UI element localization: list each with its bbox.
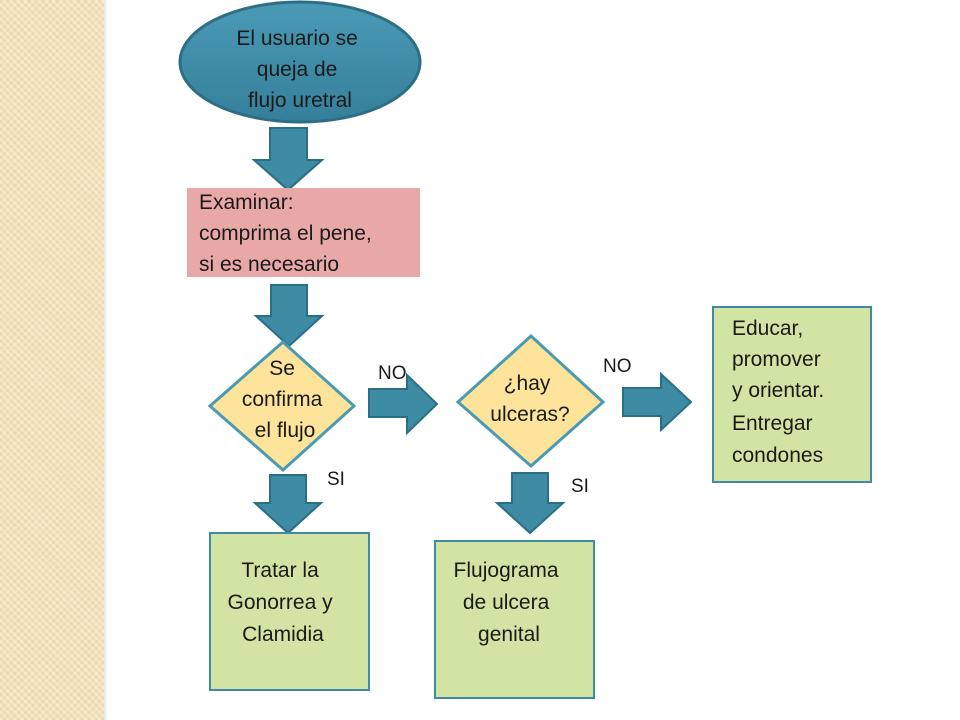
- arrow-down-examine-to-decision: [253, 284, 325, 348]
- decision-ulcers-node: ¿hay ulceras?: [455, 333, 606, 469]
- arrow-down-ulcers-to-ulcer-flow: [494, 472, 566, 535]
- ulcer-flow-node: Flujograma de ulcera genital: [434, 540, 595, 699]
- examine-node: Examinar: comprima el pene, si es necesa…: [187, 188, 420, 277]
- arrow-down-start-to-examine: [251, 127, 325, 192]
- decision-flow-diamond: [207, 339, 357, 473]
- treat-box: [209, 532, 370, 691]
- edge-label-si-1: SI: [327, 469, 345, 490]
- educate-node: Educar, promover y orientar. Entregar co…: [712, 306, 872, 483]
- decision-flow-node: Se confirma el flujo: [207, 339, 357, 473]
- decision-ulcers-diamond: [455, 333, 606, 469]
- decision-flow-label: Se confirma el flujo: [242, 357, 328, 442]
- examine-box: [187, 188, 420, 277]
- arrow-right-decision-to-ulcers: [368, 372, 439, 436]
- edge-label-no-1: NO: [378, 363, 407, 384]
- edge-label-si-2: SI: [571, 476, 589, 497]
- stripe-shadow: [104, 0, 108, 720]
- start-ellipse: [178, 0, 422, 124]
- educate-box: [712, 306, 872, 483]
- decision-ulcers-label: ¿hay ulceras?: [490, 372, 569, 426]
- arrow-right-ulcers-to-educate: [622, 371, 693, 433]
- edge-label-no-2: NO: [603, 356, 632, 377]
- ulcer-flow-box: [434, 540, 595, 699]
- treat-label: Tratar la Gonorrea y Clamidia: [228, 559, 339, 646]
- ulcer-flow-label: Flujograma de ulcera genital: [454, 559, 565, 646]
- start-label: El usuario se queja de flujo uretral: [236, 27, 363, 112]
- examine-label: Examinar: comprima el pene, si es necesa…: [199, 191, 378, 276]
- educate-label: Educar, promover y orientar. Entregar co…: [732, 317, 830, 467]
- arrow-down-decision-to-treat: [252, 474, 324, 535]
- decorative-side-stripe: [0, 0, 104, 720]
- start-node: El usuario se queja de flujo uretral: [178, 0, 422, 124]
- treat-node: Tratar la Gonorrea y Clamidia: [209, 532, 370, 691]
